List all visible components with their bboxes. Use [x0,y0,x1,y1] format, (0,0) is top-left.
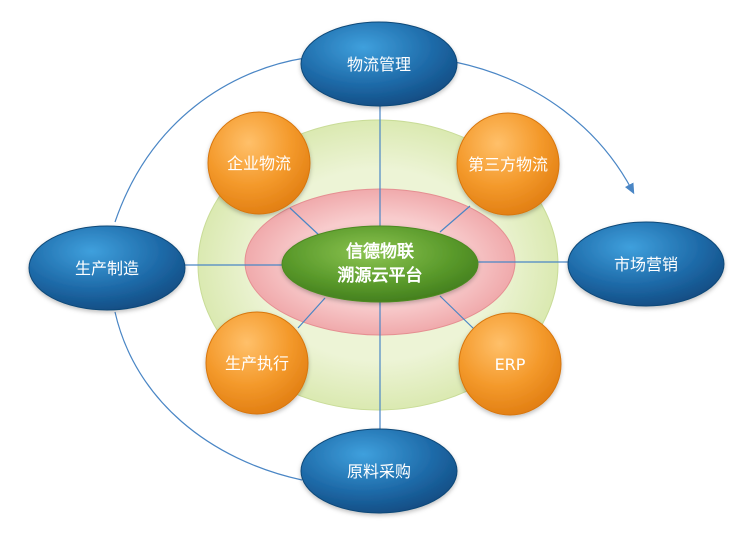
node-production-execution-label: 生产执行 [225,354,289,373]
connector-bottom-left [297,297,326,329]
node-logistics-management-label: 物流管理 [347,55,411,74]
node-erp-label: ERP [495,355,526,374]
connector-top-right [439,205,471,233]
node-production-execution[interactable]: 生产执行 [205,311,309,415]
cycle-arc-top-right [454,61,635,195]
node-enterprise-logistics-label: 企业物流 [227,154,291,173]
cycle-arc-top-left [114,57,306,223]
node-raw-material-procurement[interactable]: 原料采购 [300,428,458,514]
node-manufacturing-label: 生产制造 [75,259,139,278]
connector-lines [185,95,575,432]
connector-top-left [289,207,321,237]
node-manufacturing[interactable]: 生产制造 [28,225,186,311]
center-title-line1: 信德物联 [346,241,414,262]
node-third-party-logistics[interactable]: 第三方物流 [456,112,560,216]
center-title-line2: 溯源云平台 [338,265,423,286]
node-logistics-management[interactable]: 物流管理 [300,21,458,107]
node-erp[interactable]: ERP [458,312,562,416]
node-marketing-label: 市场营销 [614,255,678,274]
cycle-arc-bottom-left [114,311,303,481]
node-third-party-logistics-label: 第三方物流 [468,155,548,174]
node-enterprise-logistics[interactable]: 企业物流 [207,111,311,215]
node-marketing[interactable]: 市场营销 [567,221,725,307]
center-node: 信德物联 溯源云平台 [281,225,479,303]
node-raw-material-procurement-label: 原料采购 [347,462,411,481]
connector-bottom-right [439,295,476,331]
